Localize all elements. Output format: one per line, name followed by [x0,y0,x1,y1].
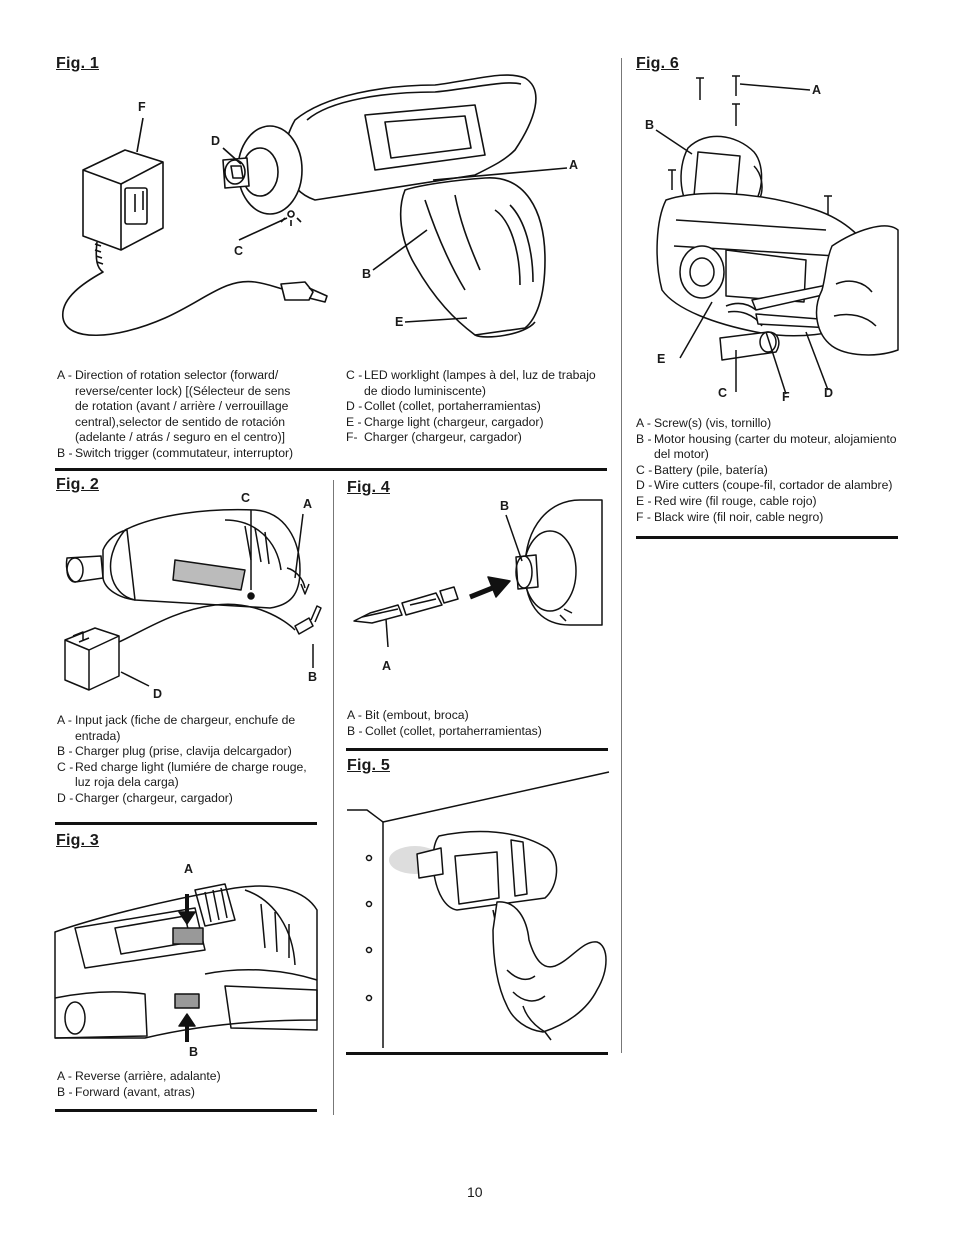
fig4-callout-b: B [500,499,510,513]
legend-item: B -Forward (avant, atras) [57,1084,195,1099]
fig1-legend-right: C -LED worklight (lampes à del, luz de t… [346,368,604,446]
legend-item: C -Red charge light (lumiére de charge r… [57,759,307,790]
fig1-callout-d: D [211,134,221,148]
fig1-callout-e: E [395,315,404,329]
fig3-title: Fig. 3 [56,832,99,849]
fig3-illustration [55,870,319,1045]
legend-item: C -Battery (pile, batería) [636,462,768,477]
legend-item: C -LED worklight (lampes à del, luz de t… [346,368,596,398]
fig2-callout-c: C [241,491,251,505]
fig2-illustration [55,500,325,700]
section-divider [346,748,608,751]
fig1-callout-c: C [234,244,244,258]
fig6-title: Fig. 6 [636,55,679,72]
legend-item: D -Charger (chargeur, cargador) [57,790,233,805]
fig1-illustration [55,60,565,350]
fig6-callout-d: D [824,386,834,400]
legend-item: B -Charger plug (prise, clavija delcarga… [57,744,292,759]
fig5-illustration [347,770,609,1052]
fig6-legend: A -Screw(s) (vis, tornillo) B -Motor hou… [636,416,902,525]
legend-item: A -Screw(s) (vis, tornillo) [636,416,772,430]
fig4-legend: A -Bit (embout, broca) B -Collet (collet… [347,708,605,739]
section-divider [55,822,317,825]
section-divider [636,536,898,539]
legend-item: D -Collet (collet, portaherramientas) [346,399,541,414]
fig2-title: Fig. 2 [56,476,99,493]
fig1-callout-a: A [569,158,579,172]
fig4-illustration [350,495,602,675]
fig1-title: Fig. 1 [56,55,99,72]
fig2-callout-d: D [153,687,163,701]
legend-item: A -Reverse (arrière, adalante) [57,1069,221,1083]
column-divider [621,58,622,1053]
fig6-callout-c: C [718,386,728,400]
legend-item: A -Direction of rotation selector (forwa… [57,368,291,445]
legend-item: E -Red wire (fil rouge, cable rojo) [636,493,817,508]
fig1-legend-left: A -Direction of rotation selector (forwa… [57,368,307,462]
legend-item: F -Black wire (fil noir, cable negro) [636,509,824,524]
section-divider [346,1052,608,1055]
column-divider [333,480,334,1115]
fig6-callout-b: B [645,118,655,132]
fig4-callout-a: A [382,659,392,673]
legend-item: B -Switch trigger (commutateur, interrup… [57,445,294,460]
legend-item: A -Bit (embout, broca) [347,708,469,722]
fig6-illustration [636,70,898,400]
legend-item: E -Charge light (chargeur, cargador) [346,414,544,429]
fig6-callout-f: F [782,390,790,404]
legend-item: F-Charger (chargeur, cargador) [346,430,522,445]
fig2-callout-a: A [303,497,313,511]
fig3-callout-a: A [184,862,194,876]
fig4-title: Fig. 4 [347,479,390,496]
page-number: 10 [467,1184,483,1200]
fig5-title: Fig. 5 [347,757,390,774]
fig6-callout-a: A [812,83,822,97]
legend-item: D -Wire cutters (coupe-fil, cortador de … [636,478,893,493]
fig1-callout-b: B [362,267,372,281]
legend-item: B -Motor housing (carter du moteur, aloj… [636,431,897,462]
fig2-legend: A -Input jack (fiche de chargeur, enchuf… [57,713,319,807]
fig3-legend: A -Reverse (arrière, adalante) B -Forwar… [57,1069,319,1100]
fig6-callout-e: E [657,352,666,366]
legend-item: B -Collet (collet, portaherramientas) [347,723,542,738]
legend-item: A -Input jack (fiche de chargeur, enchuf… [57,713,296,743]
fig1-callout-f: F [138,100,146,114]
fig3-callout-b: B [189,1045,199,1059]
section-divider [55,1109,317,1112]
fig2-callout-b: B [308,670,318,684]
section-divider [55,468,607,471]
